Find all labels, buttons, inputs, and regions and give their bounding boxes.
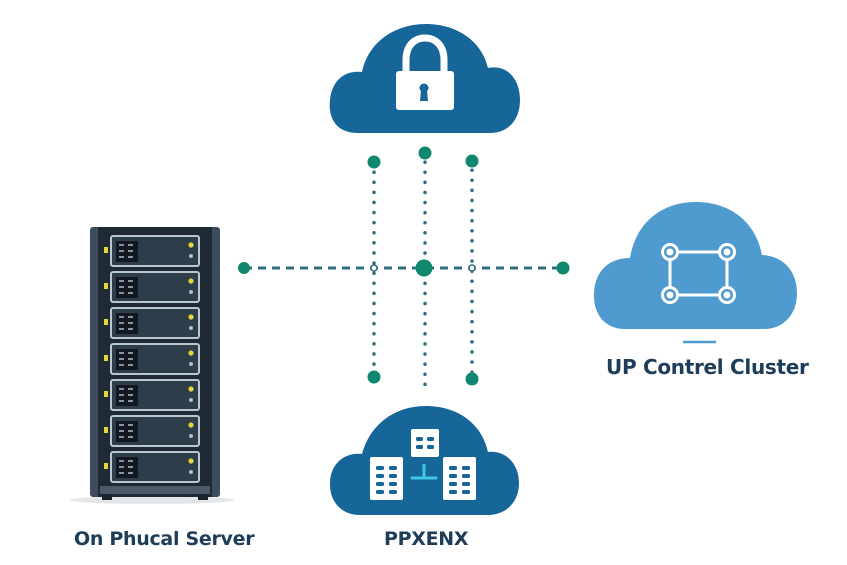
- drive-slot: [128, 250, 133, 252]
- power-led: [189, 398, 193, 402]
- side-indicator: [104, 319, 108, 325]
- drive-slot: [119, 400, 124, 402]
- power-led: [189, 362, 193, 366]
- drive-slot: [128, 460, 133, 462]
- drive-slot: [119, 352, 124, 354]
- drive-slot: [128, 322, 133, 324]
- connectors: [244, 150, 563, 394]
- drive-slot: [128, 436, 133, 438]
- secure-cloud[interactable]: [329, 24, 520, 133]
- proxy-cloud[interactable]: [329, 406, 519, 515]
- drive-slot: [128, 256, 133, 258]
- drive-slot: [128, 286, 133, 288]
- drive-slot: [119, 430, 124, 432]
- cloud-shape: [593, 202, 797, 329]
- drive-slot: [119, 466, 124, 468]
- rack-unit[interactable]: [104, 379, 200, 411]
- drive-slot: [128, 316, 133, 318]
- node-dot[interactable]: [367, 370, 381, 384]
- server-label: On Phucal Server: [74, 528, 255, 550]
- drive-slot: [119, 292, 124, 294]
- cluster-cloud[interactable]: [593, 202, 797, 344]
- drive-slot: [119, 436, 124, 438]
- side-indicator: [104, 247, 108, 253]
- status-led: [188, 314, 194, 320]
- drive-slot: [119, 424, 124, 426]
- status-led: [188, 458, 194, 464]
- drive-slot: [128, 352, 133, 354]
- buildings-network-icon: [370, 429, 476, 500]
- drive-slot: [119, 256, 124, 258]
- server-rack-icon[interactable]: [70, 227, 234, 504]
- drive-slot: [128, 292, 133, 294]
- drive-slot: [128, 394, 133, 396]
- drive-slot: [119, 472, 124, 474]
- cloud-shape: [329, 406, 519, 515]
- rack-unit[interactable]: [104, 451, 200, 483]
- drive-slot: [128, 424, 133, 426]
- power-led: [189, 434, 193, 438]
- drive-slot: [119, 244, 124, 246]
- status-led: [188, 278, 194, 284]
- side-indicator: [104, 463, 108, 469]
- junction-ring-left: [370, 264, 378, 272]
- status-led: [188, 422, 194, 428]
- drive-slot: [128, 430, 133, 432]
- drive-slot: [128, 400, 133, 402]
- drive-slot: [119, 322, 124, 324]
- drive-slot: [119, 358, 124, 360]
- side-indicator: [104, 283, 108, 289]
- drive-slot: [119, 280, 124, 282]
- rack-unit[interactable]: [104, 271, 200, 303]
- drive-slot: [128, 472, 133, 474]
- drive-slot: [128, 358, 133, 360]
- status-led: [188, 242, 194, 248]
- status-led: [188, 350, 194, 356]
- status-led: [188, 386, 194, 392]
- drive-slot: [119, 460, 124, 462]
- side-indicator: [104, 355, 108, 361]
- node-dot[interactable]: [556, 261, 570, 275]
- drive-slot: [128, 280, 133, 282]
- connection-nodes: [238, 146, 570, 386]
- drive-slot: [128, 244, 133, 246]
- rack-unit[interactable]: [104, 235, 200, 267]
- drive-slot: [128, 388, 133, 390]
- rack-unit[interactable]: [104, 415, 200, 447]
- power-led: [189, 254, 193, 258]
- node-dot[interactable]: [418, 146, 432, 160]
- drive-slot: [128, 364, 133, 366]
- drive-slot: [119, 394, 124, 396]
- drive-slot: [128, 328, 133, 330]
- side-indicator: [104, 391, 108, 397]
- side-indicator: [104, 427, 108, 433]
- junction-ring-right: [468, 264, 476, 272]
- rack-shadow: [70, 496, 234, 504]
- node-dot[interactable]: [367, 155, 381, 169]
- rack-unit[interactable]: [104, 343, 200, 375]
- padlock-icon: [396, 34, 454, 110]
- drive-slot: [119, 316, 124, 318]
- node-dot[interactable]: [238, 262, 250, 274]
- power-led: [189, 470, 193, 474]
- drive-slot: [119, 388, 124, 390]
- power-led: [189, 326, 193, 330]
- drive-slot: [119, 250, 124, 252]
- cluster-nodes-icon: [661, 243, 736, 304]
- drive-slot: [119, 286, 124, 288]
- proxy-label: PPXENX: [384, 528, 469, 550]
- hub-node-dot[interactable]: [415, 259, 433, 277]
- node-dot[interactable]: [465, 372, 479, 386]
- drive-slot: [128, 466, 133, 468]
- drive-slot: [119, 364, 124, 366]
- node-dot[interactable]: [465, 154, 479, 168]
- cluster-label: UP Contrel Cluster: [606, 355, 809, 379]
- rack-unit[interactable]: [104, 307, 200, 339]
- power-led: [189, 290, 193, 294]
- drive-slot: [119, 328, 124, 330]
